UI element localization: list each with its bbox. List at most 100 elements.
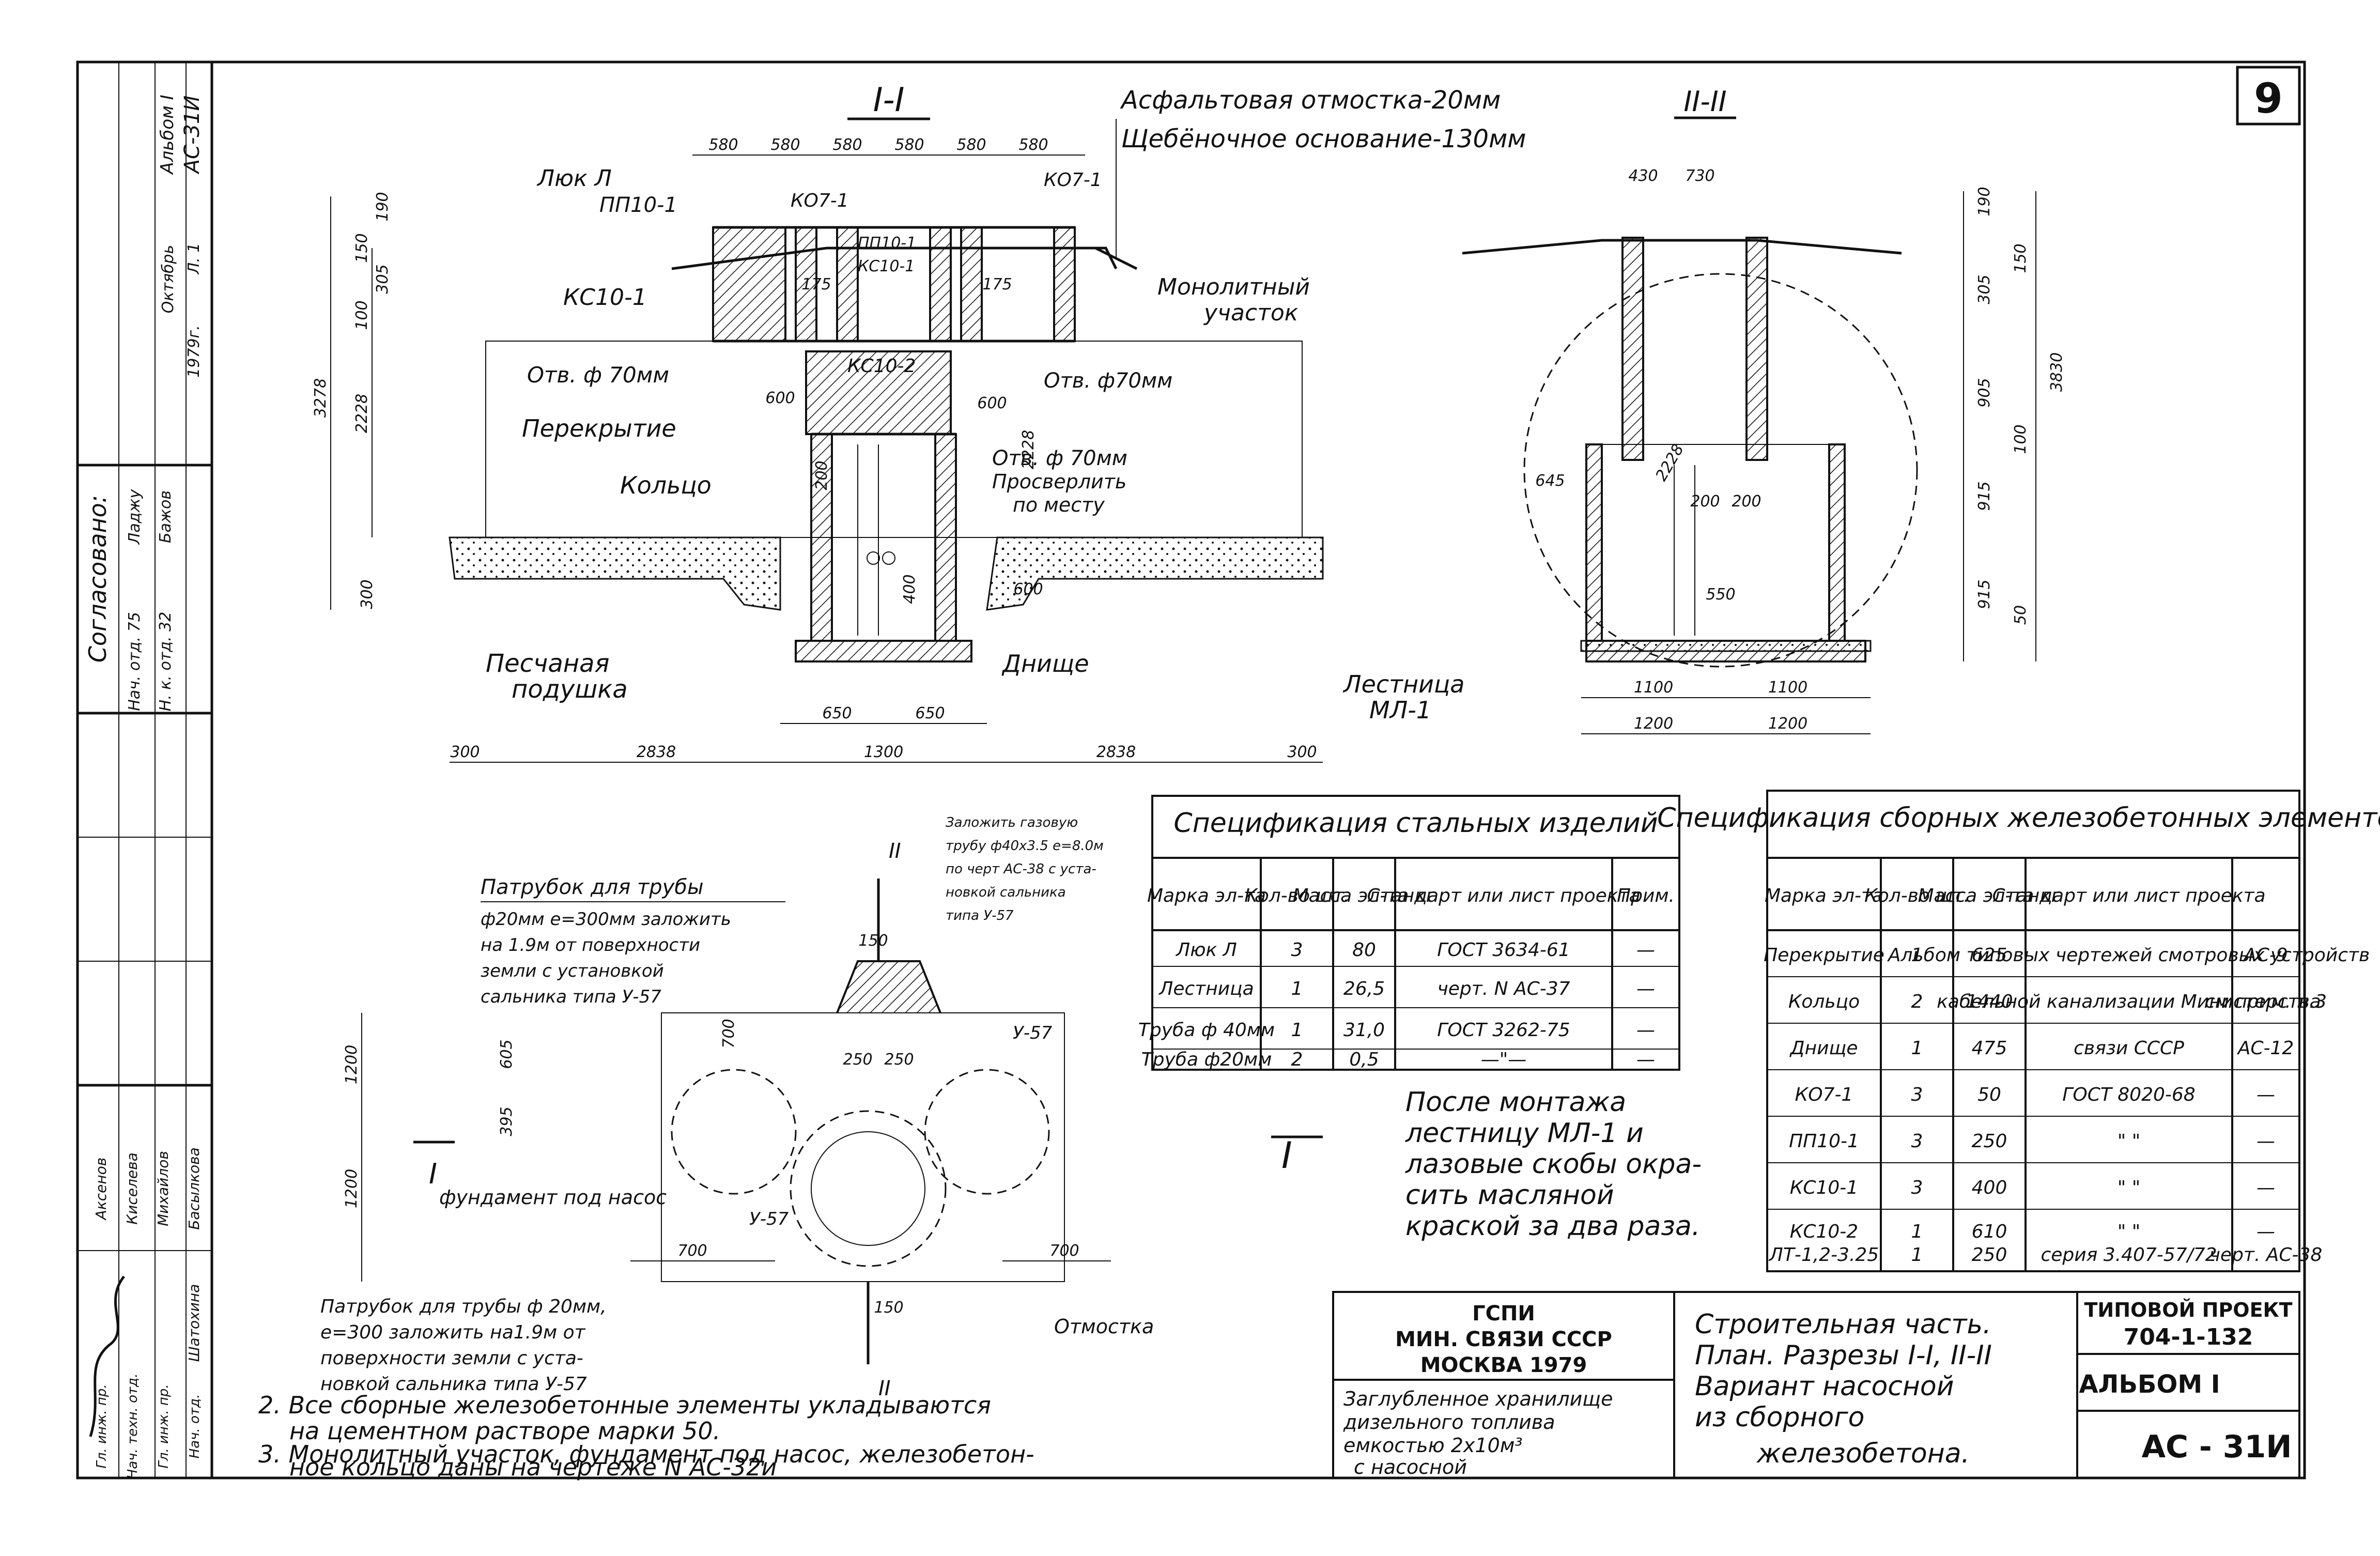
rc-row: ЛТ-1,2-3.25 1 250 серия 3.407-57/72 черт… [1768, 1244, 2323, 1266]
dim-2838b: 2838 [1096, 743, 1136, 761]
dim-s550: 550 [1706, 586, 1735, 604]
label-pipe-bot-1: Патрубок для трубы ф 20мм, [320, 1296, 607, 1317]
dim-300: 300 [358, 579, 376, 609]
rc-r0-c2: 625 [1972, 945, 2007, 966]
label-hatch: Люк Л [536, 165, 612, 192]
steel-r3-c3: —"— [1481, 1049, 1527, 1070]
steel-r0-c2: 80 [1352, 939, 1376, 961]
rc-r3-c3: ГОСТ 8020-68 [2062, 1084, 2195, 1105]
after-note-3: лазовые скобы окра- [1405, 1149, 1702, 1180]
rc-r6-c1: 1 [1911, 1221, 1923, 1242]
dim-p1200a: 1200 [343, 1045, 361, 1084]
rc-r4-c4: — [2257, 1131, 2275, 1152]
label-bottom: Днище [1001, 650, 1089, 677]
label-otmostka: Отмостка [1054, 1315, 1154, 1338]
section-1-1-title: I-I [873, 81, 905, 119]
dim-430: 430 [1628, 167, 1658, 185]
label-sand-1: Песчаная [486, 649, 609, 678]
side-role-3: Гл. инж. пр. [156, 1384, 172, 1468]
rc-r3-c2: 50 [1977, 1084, 2001, 1105]
steel-row: Труба ф20мм 2 0,5 —"— — [1141, 1049, 1655, 1070]
label-pipe-top-2: ф20мм е=300мм заложить [481, 909, 731, 930]
rc-row: КО7-1 3 50 ГОСТ 8020-68 — [1795, 1084, 2275, 1105]
rc-r4-c3: " " [2118, 1131, 2141, 1152]
rc-r2-c2: 475 [1972, 1038, 2007, 1059]
steel-col-4: Прим. [1617, 885, 1675, 906]
label-gas-3: по черт АС-38 с уста- [946, 861, 1096, 877]
side-name-2: Киселева [123, 1152, 141, 1224]
side-date: 1979г. [185, 325, 203, 378]
steel-row: Лестница 1 26,5 черт. N АС-37 — [1158, 978, 1655, 999]
rc-col-1: Кол-во шт. [1864, 885, 1970, 906]
signature [89, 1275, 125, 1437]
dim-p150a: 150 [858, 932, 888, 950]
dim-600a: 600 [765, 389, 795, 407]
rc-r2-c0: Днище [1789, 1038, 1858, 1059]
dim-p1200b: 1200 [343, 1169, 361, 1208]
after-note-5: краской за два раза. [1405, 1211, 1700, 1242]
side-name-3: Михайлов [154, 1151, 172, 1226]
steel-row: Труба ф 40мм 1 31,0 ГОСТ 3262-75 — [1138, 1020, 1655, 1041]
dim-s200a: 200 [1690, 492, 1720, 511]
object-line-1: Заглубленное хранилище [1343, 1388, 1613, 1410]
rc-r6-c2: 610 [1972, 1221, 2007, 1242]
rc-r6-c3: " " [2118, 1221, 2141, 1242]
dim-s200b: 200 [1732, 492, 1761, 511]
dim-s305: 305 [1975, 274, 1993, 304]
steel-r3-c0: Труба ф20мм [1141, 1049, 1272, 1070]
dim-s645: 645 [1535, 472, 1565, 490]
dim-s190: 190 [1975, 187, 1993, 216]
dim-650a: 650 [822, 704, 852, 722]
sheet-title-1: Строительная часть. [1695, 1309, 1991, 1340]
section-mark-3: II [889, 839, 901, 863]
rc-col-3: Стандарт или лист проекта [1992, 885, 2265, 906]
dim-p250b: 250 [884, 1051, 914, 1069]
rc-r5-c1: 3 [1911, 1177, 1923, 1198]
label-ks10-1-inner: КС10-1 [858, 257, 915, 275]
dim-2838a: 2838 [637, 743, 676, 761]
label-drill-2: по месту [1013, 494, 1105, 516]
note-3-line-1: 3. Монолитный участок, фундамент под нас… [258, 1440, 1034, 1468]
label-ks10-1: КС10-1 [563, 284, 647, 311]
dim-s1200a: 1200 [1634, 715, 1673, 733]
dim-190: 190 [374, 192, 392, 221]
org-line-3: МОСКВА 1979 [1420, 1353, 1587, 1377]
rc-row: КС10-1 3 400 " " — [1790, 1177, 2275, 1198]
dim-s3830: 3830 [2048, 352, 2066, 392]
section-mark-2: I [1281, 1134, 1292, 1177]
dim-p700a: 700 [677, 1242, 707, 1260]
side-agree-role-2: Н. к. отд. 32 [157, 612, 175, 712]
steel-r0-c1: 3 [1291, 939, 1303, 961]
rc-r1-c4: см прим. п.3 [2205, 991, 2327, 1012]
label-pump-base: фундамент под насос [439, 1186, 667, 1209]
steel-r3-c2: 0,5 [1349, 1049, 1379, 1070]
label-pipe-top-5: сальника типа У-57 [481, 987, 661, 1007]
steel-col-1: Кол-во шт. [1244, 885, 1350, 906]
dim-p250a: 250 [843, 1051, 872, 1069]
rc-r4-c2: 250 [1972, 1131, 2007, 1152]
steel-col-0: Марка эл-та [1147, 885, 1266, 906]
steel-r1-c3: черт. N АС-37 [1437, 978, 1570, 999]
dim-100: 100 [353, 300, 371, 330]
plan-view: 1200 1200 605 395 150 250 250 700 700 70… [320, 815, 1323, 1400]
rc-r6-c4: — [2257, 1221, 2275, 1242]
side-role-4: Нач. отд. [187, 1394, 203, 1459]
steel-r0-c0: Люк Л [1175, 939, 1237, 961]
label-ko7-1: КО7-1 [791, 190, 849, 211]
dim-s150: 150 [2012, 243, 2030, 273]
label-slab: Перекрытие [522, 414, 676, 442]
drawing-number: АС - 31И [2142, 1429, 2292, 1465]
steel-r1-c1: 1 [1291, 978, 1303, 999]
dim-175b: 175 [982, 275, 1012, 294]
dim-150: 150 [353, 233, 371, 263]
dim-s1100a: 1100 [1634, 679, 1673, 697]
note-3-line-2: ное кольцо даны на чертеже N АС-32и [289, 1453, 777, 1481]
org-line-1: ГСПИ [1472, 1302, 1535, 1326]
title-block: ГСПИ МИН. СВЯЗИ СССР МОСКВА 1979 Заглубл… [1332, 1291, 2300, 1479]
dim-p395: 395 [498, 1106, 516, 1136]
steel-r2-c1: 1 [1291, 1020, 1303, 1041]
side-drawing-ref: АС-31И [180, 96, 204, 175]
steel-r3-c1: 2 [1291, 1049, 1303, 1070]
rc-r0-c1: 1 [1911, 945, 1923, 966]
